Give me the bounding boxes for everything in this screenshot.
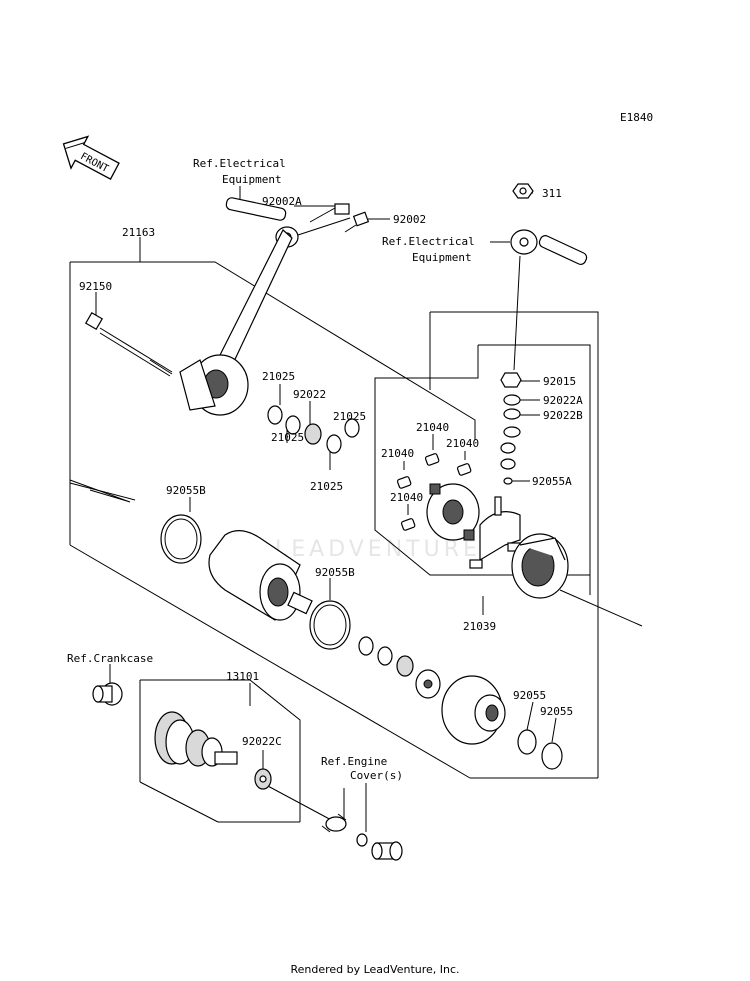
o-ring-92055b-right: [309, 600, 351, 650]
label-21163: 21163: [122, 226, 155, 239]
bolt-92002a-icon: [309, 203, 350, 223]
label-ref-electrical-right-2: Equipment: [412, 251, 472, 264]
watermark: LEADVENTURE: [275, 537, 481, 562]
lock-plate: [415, 669, 441, 699]
label-ref-engine-2: Cover(s): [350, 769, 403, 782]
label-21039: 21039: [463, 620, 496, 633]
label-ref-electrical-right-1: Ref.Electrical: [382, 235, 475, 248]
label-92055-b: 92055: [540, 705, 573, 718]
label-21025-d: 21025: [310, 480, 343, 493]
label-92022c: 92022C: [242, 735, 282, 748]
assembly-frame: [69, 261, 643, 823]
label-92055a: 92055A: [532, 475, 572, 488]
diagram-code: E1840: [620, 111, 653, 124]
label-ref-electrical-left-1: Ref.Electrical: [193, 157, 286, 170]
spring: [321, 813, 347, 833]
credit-text: Rendered by LeadVenture, Inc.: [290, 963, 460, 976]
brushes-21040: [396, 453, 472, 531]
label-92055b-right: 92055B: [315, 566, 355, 579]
o-rings-92055: [517, 729, 563, 770]
label-92022b: 92022B: [543, 409, 583, 422]
label-21025-b: 21025: [333, 410, 366, 423]
rear-end-cover: [511, 533, 569, 599]
washers-21025: [267, 405, 360, 454]
label-92002: 92002: [393, 213, 426, 226]
label-92055-a: 92055: [513, 689, 546, 702]
label-21040-a: 21040: [416, 421, 449, 434]
label-ref-electrical-left-2: Equipment: [222, 173, 282, 186]
label-92015: 92015: [543, 375, 576, 388]
label-92002a: 92002A: [262, 195, 302, 208]
electrical-cable-right: [510, 183, 588, 265]
label-92022: 92022: [293, 388, 326, 401]
label-21040-c: 21040: [381, 447, 414, 460]
engine-cover-bushing: [356, 833, 403, 861]
label-21025-a: 21025: [262, 370, 295, 383]
front-arrow-icon: FRONT: [62, 135, 120, 180]
o-ring-92055b-left: [160, 514, 202, 564]
motor-yoke: [208, 530, 313, 621]
front-end-cover: [441, 675, 506, 745]
front-washers: [358, 636, 414, 677]
brush-holder: [426, 483, 480, 541]
crankcase-bushing: [92, 682, 123, 706]
label-311: 311: [542, 187, 562, 200]
bolt-92002-icon: [344, 211, 370, 233]
label-21040-b: 21040: [446, 437, 479, 450]
starter-bracket: [179, 229, 293, 416]
label-ref-engine-1: Ref.Engine: [321, 755, 387, 768]
label-ref-crankcase: Ref.Crankcase: [67, 652, 153, 665]
terminal-hardware: [500, 372, 522, 485]
starter-clutch-13101: [154, 711, 238, 767]
brush-plate-21039: [469, 496, 521, 569]
label-21040-d: 21040: [390, 491, 423, 504]
long-bolt-92150-icon: [84, 311, 173, 377]
label-13101: 13101: [226, 670, 259, 683]
label-92022a: 92022A: [543, 394, 583, 407]
washer-92022c: [254, 768, 272, 790]
label-92055b-left: 92055B: [166, 484, 206, 497]
label-92150: 92150: [79, 280, 112, 293]
label-21025-c: 21025: [271, 431, 304, 444]
